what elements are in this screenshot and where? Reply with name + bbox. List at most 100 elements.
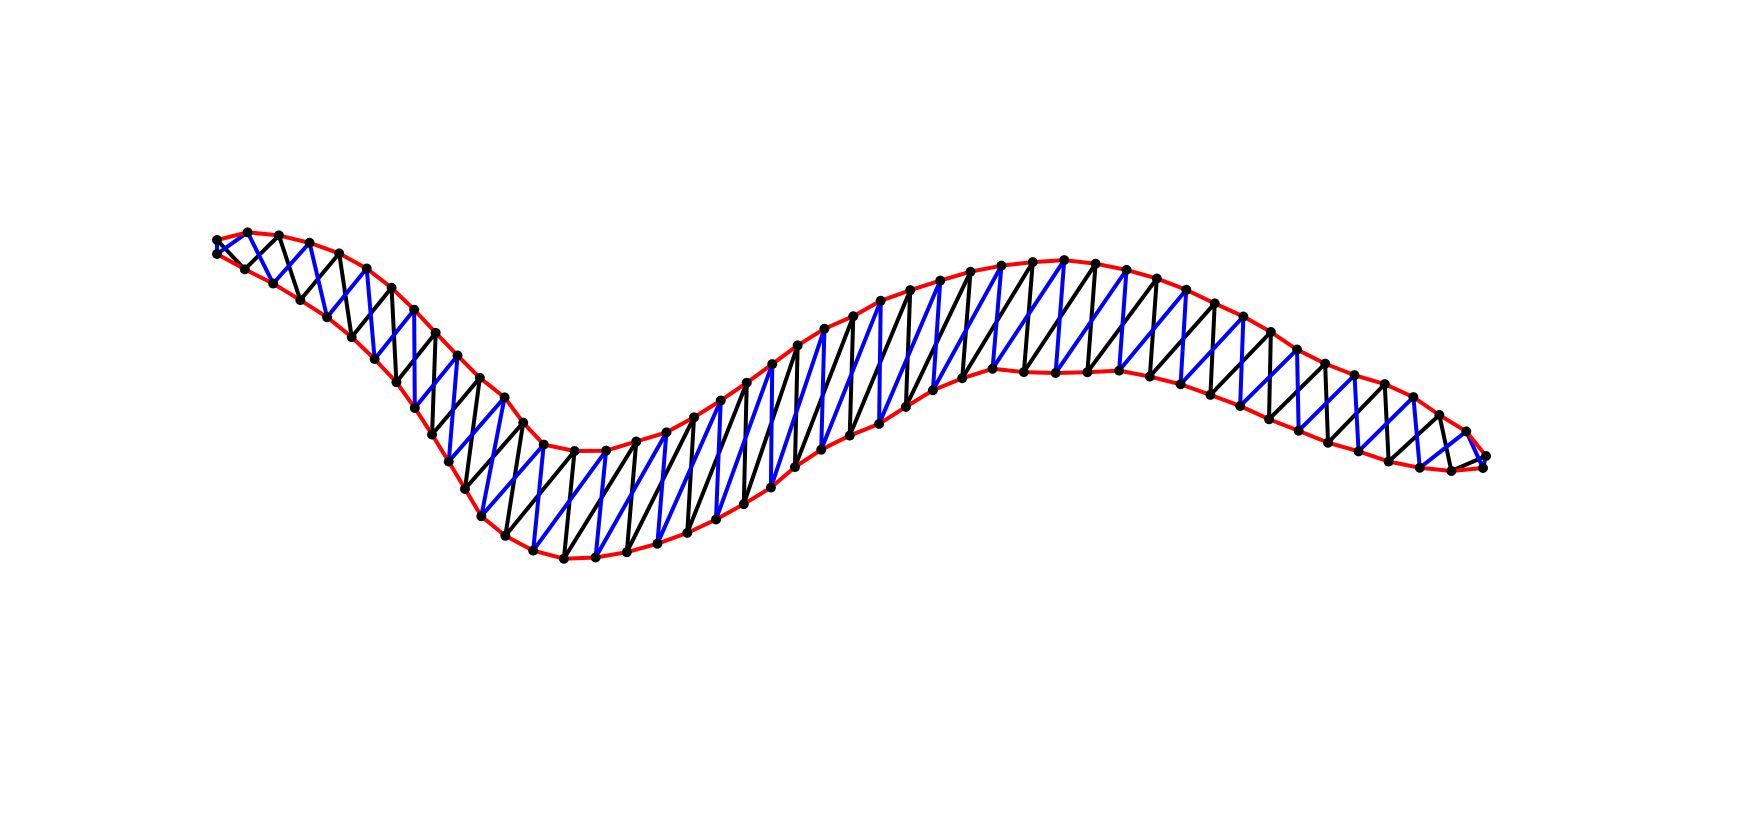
upper-mesh-node (935, 275, 946, 286)
upper-mesh-node (430, 327, 441, 338)
lower-mesh-node (1414, 462, 1425, 473)
black-diagonal-edge (1437, 413, 1454, 473)
upper-mesh-node (905, 285, 916, 296)
lower-mesh-node (900, 401, 911, 412)
lower-mesh-node (1175, 379, 1186, 390)
lower-mesh-node (844, 430, 855, 441)
upper-mesh-node (689, 412, 700, 423)
blue-diagonal-edge (593, 430, 669, 560)
black-diagonal-edge (960, 269, 973, 381)
lower-mesh-node (295, 295, 306, 306)
black-diagonal-edge (903, 288, 913, 409)
blue-diagonal-edge (990, 263, 1004, 371)
upper-mesh-node (1379, 379, 1390, 390)
upper-mesh-node (273, 230, 284, 241)
black-diagonal-edge (1386, 413, 1442, 464)
lower-mesh-node (1293, 425, 1304, 436)
blue-diagonal-edge (1117, 287, 1189, 373)
blue-diagonal-edge (412, 307, 417, 410)
lower-mesh-node (621, 547, 632, 558)
upper-mesh-node (767, 359, 778, 370)
upper-mesh-node (601, 445, 612, 456)
blue-diagonal-edge (819, 298, 883, 452)
blue-diagonal-edge (768, 362, 775, 490)
blue-diagonal-edge (412, 353, 460, 410)
blue-diagonal-edge (446, 395, 507, 464)
upper-mesh-node (1408, 392, 1419, 403)
blue-diagonal-edge (307, 240, 330, 320)
lower-mesh-node (874, 418, 885, 429)
upper-mesh-node (996, 260, 1007, 271)
blue-diagonal-edge (364, 266, 377, 362)
lower-mesh-node (346, 332, 357, 343)
lower-mesh-node (212, 249, 222, 259)
blue-diagonal-edge (1238, 347, 1300, 408)
upper-mesh-node (965, 266, 976, 277)
blue-diagonal-edge (930, 263, 1004, 393)
lower-mesh-node (476, 511, 487, 522)
upper-mesh-node (361, 263, 372, 274)
upper-mesh-node (1238, 311, 1249, 322)
blue-diagonal-edge (1417, 429, 1469, 470)
lower-mesh-node (1114, 365, 1125, 376)
upper-mesh-node (1181, 284, 1192, 295)
lower-mesh-node (1323, 437, 1334, 448)
blue-diagonal-edge (877, 298, 883, 426)
upper-mesh-node (499, 392, 510, 403)
blue-diagonal-edge (479, 395, 507, 519)
lower-mesh-node (409, 402, 420, 413)
upper-mesh-node (1461, 426, 1472, 437)
upper-mesh-node (661, 427, 672, 438)
lower-mesh-node (738, 499, 749, 510)
upper-mesh-node (1209, 298, 1220, 309)
black-diagonal-edge (430, 375, 482, 437)
blue-diagonal-edge (1238, 314, 1246, 408)
black-diagonal-edge (242, 233, 281, 272)
upper-mesh-node (848, 311, 859, 322)
upper-mesh-node (1090, 258, 1101, 269)
upper-mesh-node (1121, 264, 1132, 275)
blue-diagonal-edge (655, 430, 669, 546)
blue-diagonal-edge (479, 442, 546, 519)
lower-mesh-node (1018, 367, 1029, 378)
upper-mesh-node (1027, 257, 1038, 268)
blue-diagonal-edge (1178, 287, 1189, 387)
lower-mesh-node (443, 456, 454, 467)
lower-mesh-node (1478, 463, 1488, 473)
blue-diagonal-edge (1352, 373, 1361, 454)
upper-mesh-node (631, 436, 642, 447)
lower-mesh-node (369, 354, 380, 365)
upper-mesh-node (334, 248, 345, 259)
lower-mesh-node (1446, 465, 1457, 476)
lower-mesh-node (1205, 389, 1216, 400)
upper-mesh-node (1059, 255, 1070, 266)
upper-mesh-node (792, 340, 803, 351)
upper-mesh-node (1320, 358, 1331, 369)
lower-mesh-node (957, 373, 968, 384)
lower-mesh-node (987, 363, 998, 374)
upper-mesh-node (212, 235, 222, 245)
blue-diagonal-edge (1295, 347, 1301, 433)
blue-diagonal-edge (245, 230, 276, 286)
blue-diagonal-edge (714, 362, 775, 522)
lower-mesh-node (1235, 400, 1246, 411)
lower-mesh-node (927, 385, 938, 396)
blue-diagonal-edge (1411, 395, 1422, 470)
lower-mesh-node (1264, 414, 1275, 425)
upper-mesh-node (242, 227, 253, 238)
upper-mesh-node (304, 237, 315, 248)
upper-mesh-node (1292, 344, 1303, 355)
mesh-nodes (212, 227, 1491, 564)
blue-diagonal-edge (271, 240, 312, 286)
blue-diagonal-edge (930, 278, 943, 393)
lower-mesh-node (1353, 446, 1364, 457)
blue-diagonal-edge (1178, 314, 1246, 387)
blue-diagonal-edge (531, 448, 609, 553)
blue-diagonal-edge (1356, 395, 1416, 454)
lower-mesh-node (652, 538, 663, 549)
black-diagonal-edge (561, 449, 577, 561)
lower-mesh-node (682, 527, 693, 538)
upper-mesh-node (1349, 370, 1360, 381)
